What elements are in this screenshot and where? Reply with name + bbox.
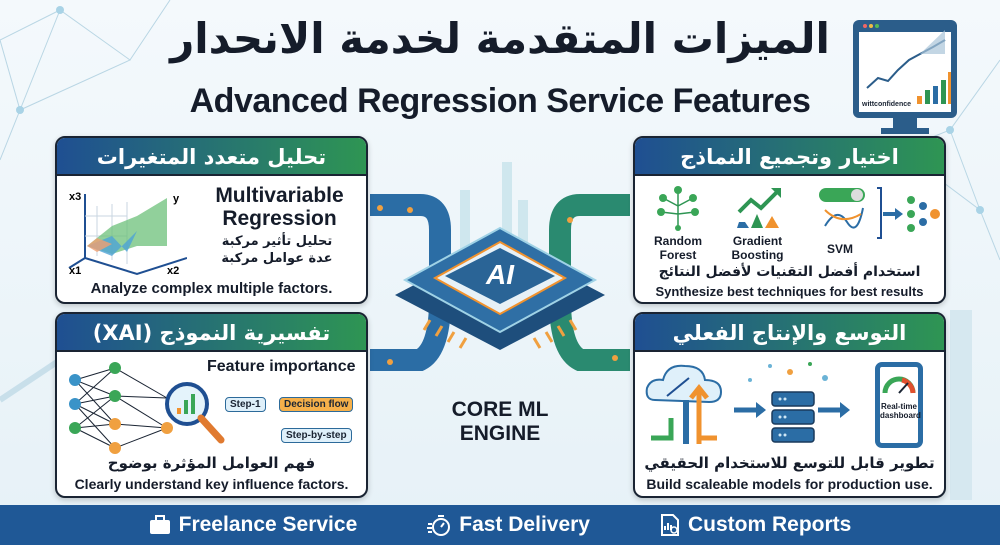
gauge-icon — [882, 376, 916, 394]
monitor-label: wittconfidence — [861, 101, 911, 108]
card-scaling-production: التوسع والإنتاج الفعلي Real-time dashboa… — [633, 312, 946, 498]
card-model-ensemble: اختيار وتجميع النماذج Random Forest Grad… — [633, 136, 946, 304]
axis-x1: x1 — [69, 265, 81, 276]
card-title: تحليل متعدد المتغيرات — [57, 138, 366, 176]
desc-ar-1: تحليل تأثير مركبة — [221, 234, 333, 249]
gradient-boosting-icon — [737, 188, 781, 228]
card-title: تفسيرية النموذج (XAI) — [57, 314, 366, 352]
footer-bar: Freelance Service Fast Delivery Custom R… — [0, 505, 1000, 545]
stopwatch-icon — [427, 515, 451, 536]
footer-label: Freelance Service — [178, 513, 358, 536]
step-1-box: Step-1 — [225, 397, 266, 412]
3d-surface-plot-icon: x3 y x1 x2 — [68, 191, 187, 276]
feature-importance-label: Feature importance — [207, 358, 356, 375]
model-svm: SVM — [826, 242, 853, 256]
cloud-scaling-icon — [645, 364, 723, 444]
desc-ar-2: عدة عوامل مركبة — [221, 251, 333, 266]
desc-ar: استخدام أفضل التقنيات لأفضل النتائج — [658, 264, 921, 280]
axis-x2: x2 — [167, 265, 179, 276]
card-multivariable-regression: تحليل متعدد المتغيرات x3 y x1 x2 Multiva… — [55, 136, 368, 304]
title-english: Advanced Regression Service Features — [189, 82, 811, 120]
footer-item-fast-delivery: Fast Delivery — [427, 513, 590, 537]
desc-en: Synthesize best techniques for best resu… — [655, 284, 924, 299]
server-stack-icon — [734, 362, 850, 443]
desc-en: Analyze complex multiple factors. — [90, 280, 333, 297]
ensemble-arrow-network-icon — [877, 187, 940, 239]
footer-item-freelance: Freelance Service — [149, 513, 358, 537]
model-gradient-boosting: Gradient Boosting — [731, 234, 784, 262]
step-by-step-box: Step-by-step — [281, 428, 352, 443]
core-ml-engine-chip: AI — [370, 162, 630, 371]
svm-icon — [819, 188, 865, 229]
desc-ar: تطوير قابل للتوسع للاستخدام الحقيقي — [644, 454, 935, 472]
footer-label: Custom Reports — [688, 513, 852, 536]
monitor-chart-icon: wittconfidence — [853, 20, 957, 134]
dashboard-label: Real-time dashboard — [880, 402, 921, 420]
realtime-dashboard-phone: Real-time dashboard — [875, 362, 923, 448]
card-title: اختيار وتجميع النماذج — [635, 138, 944, 176]
briefcase-icon — [149, 515, 170, 534]
title-arabic: الميزات المتقدمة لخدمة الانحدار — [170, 14, 830, 63]
desc-en: Clearly understand key influence factors… — [74, 476, 349, 492]
neural-network-magnifier-icon — [69, 362, 225, 454]
footer-item-custom-reports: Custom Reports — [660, 513, 851, 537]
axis-x3: x3 — [69, 191, 81, 203]
decision-flow-box: Decision flow — [279, 397, 354, 412]
axis-y: y — [173, 193, 180, 205]
card-title: التوسع والإنتاج الفعلي — [635, 314, 944, 352]
random-forest-icon — [657, 186, 699, 231]
desc-en: Build scaleable models for production us… — [646, 476, 933, 492]
model-random-forest: Random Forest — [654, 234, 702, 262]
card-heading: Multivariable Regression — [215, 184, 344, 230]
desc-ar: فهم العوامل المؤثرة بوضوح — [107, 454, 316, 472]
card-model-interpretability: تفسيرية النموذج (XAI) Feature importance… — [55, 312, 368, 498]
core-ml-engine-label: CORE ML ENGINE — [451, 398, 549, 445]
ai-chip-label: AI — [485, 259, 515, 290]
footer-label: Fast Delivery — [459, 513, 590, 536]
report-icon — [661, 514, 679, 536]
